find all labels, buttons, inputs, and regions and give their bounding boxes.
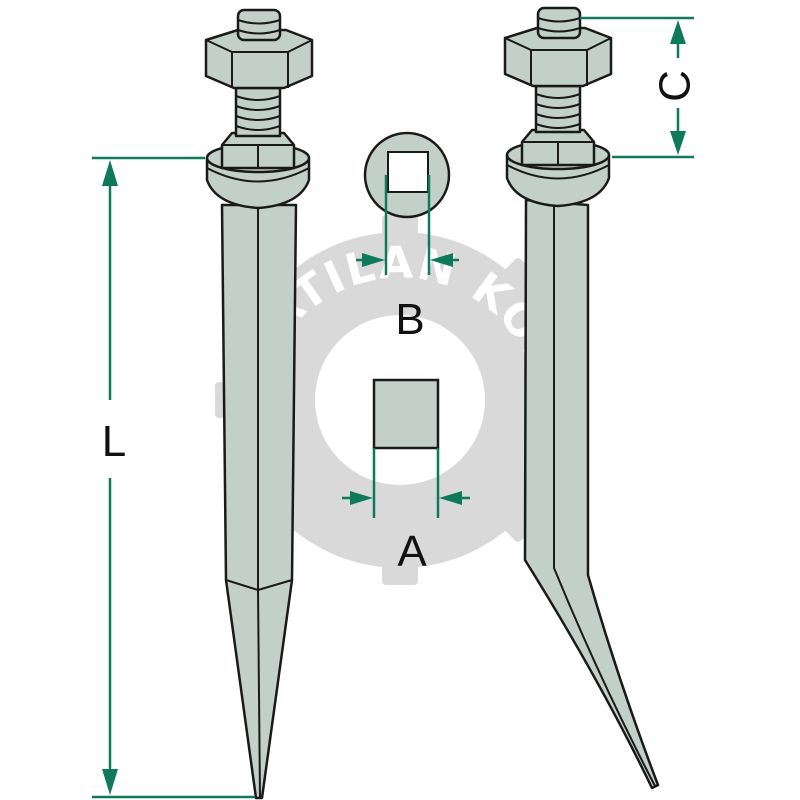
cross-section-a	[372, 378, 440, 450]
dimension-label-b: B	[395, 295, 424, 344]
dimension-label-l: L	[102, 417, 126, 466]
dimension-label-a: A	[397, 527, 427, 576]
dimension-arrowheads	[102, 20, 686, 795]
bent-tine	[503, 6, 660, 790]
dimension-label-c: C	[651, 70, 700, 102]
dimension-lines	[92, 16, 694, 799]
cross-section-b	[363, 131, 451, 219]
straight-tine	[204, 8, 314, 800]
bent-tine-shaft	[523, 198, 660, 790]
